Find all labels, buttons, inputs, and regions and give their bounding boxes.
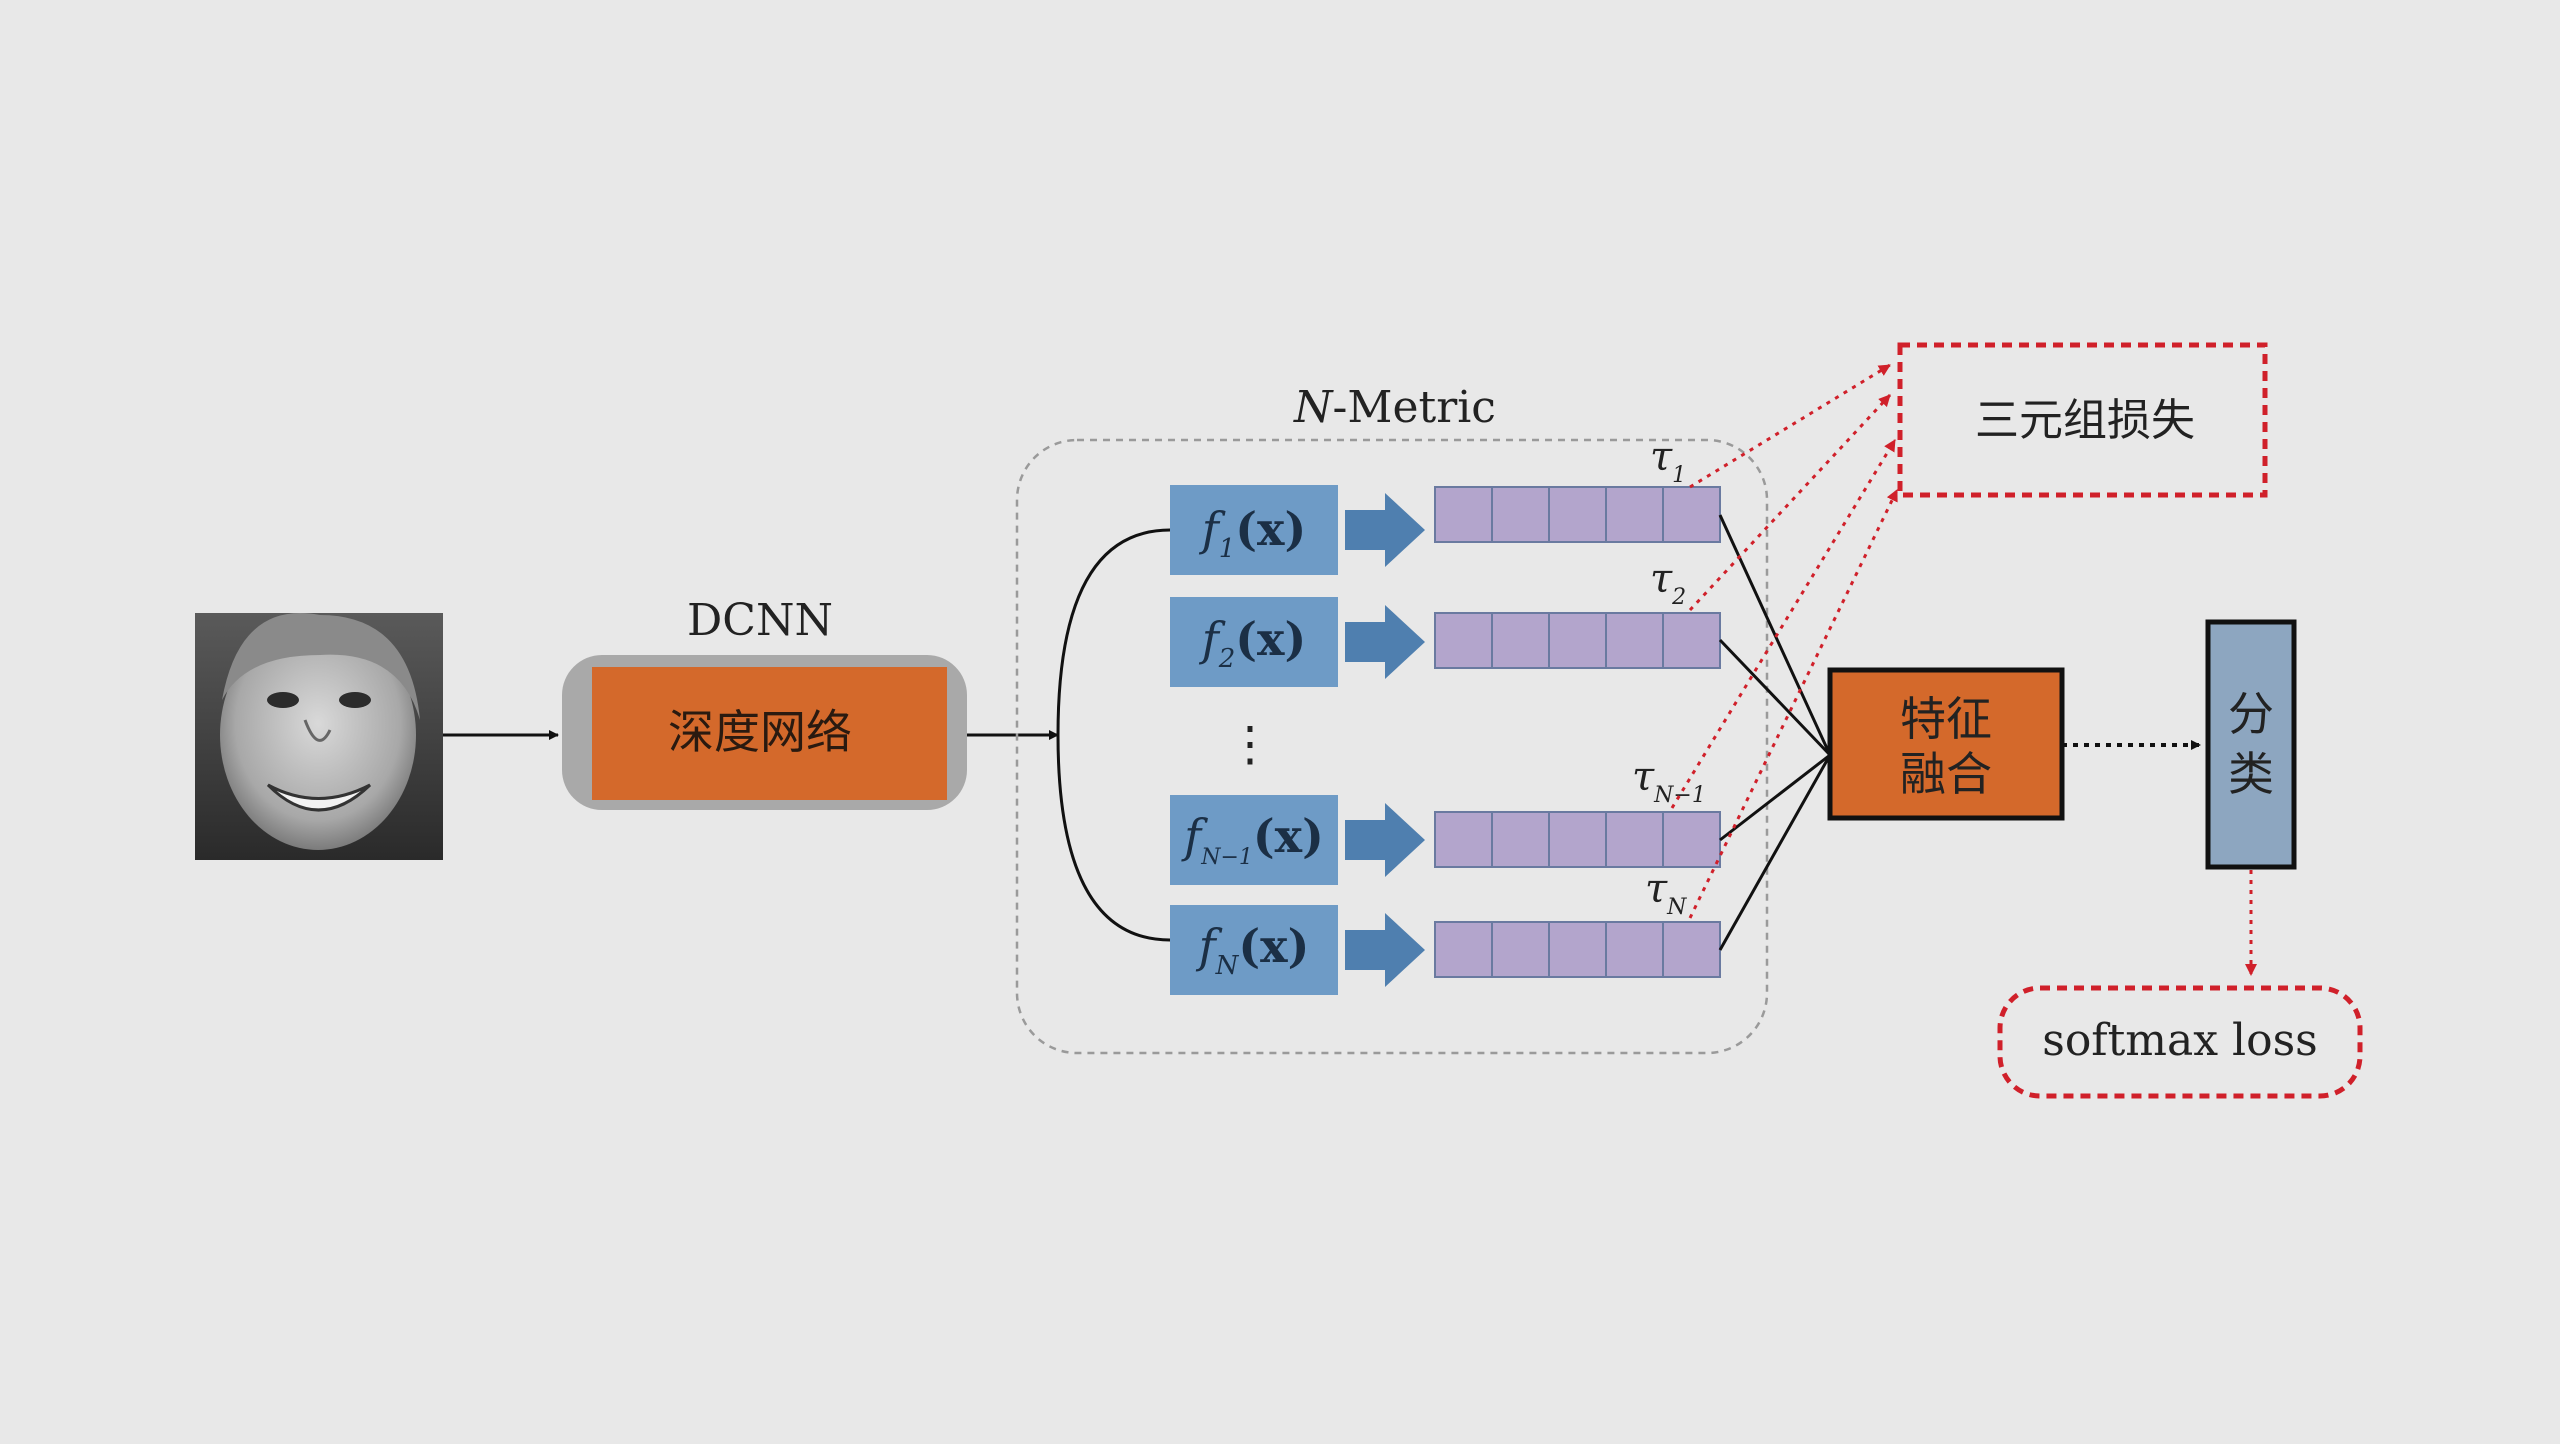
branch-n: fN(x) τN: [1170, 866, 1721, 995]
feature-vector-n: [1434, 921, 1721, 978]
branch-splitter: [1056, 528, 1171, 942]
f-label-2: f2(x): [1199, 612, 1307, 674]
f-arrow-1: [1345, 493, 1425, 567]
dcnn-block: DCNN 深度网络: [562, 595, 967, 810]
f-label-n: fN(x): [1196, 919, 1310, 981]
triplet-loss-arrows: [1670, 363, 1899, 919]
triplet-loss-box: 三元组损失: [1897, 342, 2268, 498]
classifier-box: 分 类: [2205, 619, 2297, 870]
f-label-1: f1(x): [1199, 502, 1307, 564]
f-arrow-2: [1345, 605, 1425, 679]
feature-vector-n-minus-1: [1434, 811, 1721, 868]
classifier-label-line2: 类: [2228, 747, 2274, 801]
fusion-label-line1: 特征: [1900, 692, 1992, 746]
softmax-loss-box: softmax loss: [1997, 985, 2363, 1099]
tau-label-2: τ2: [1650, 556, 1686, 610]
classifier-label-line1: 分: [2228, 687, 2274, 741]
softmax-loss-label: softmax loss: [2042, 1015, 2318, 1066]
n-metric-title: N-Metric: [1293, 382, 1496, 433]
f-arrow-n-minus-1: [1345, 803, 1425, 877]
n-metric-group: N-Metric f1(x) τ1: [1015, 382, 1769, 1055]
tau-label-1: τ1: [1650, 434, 1686, 488]
branch-1: f1(x) τ1: [1170, 434, 1721, 575]
branch-ellipsis: ⋮: [1226, 716, 1274, 772]
f-arrow-n: [1345, 913, 1425, 987]
f-box-2: [1170, 597, 1338, 687]
f-box-n: [1170, 905, 1338, 995]
fusion-label-line2: 融合: [1900, 747, 1992, 801]
input-face-image: [195, 613, 443, 860]
tau-label-n-minus-1: τN−1: [1632, 754, 1706, 808]
f-box-1: [1170, 485, 1338, 575]
tau-label-n: τN: [1645, 866, 1687, 920]
feature-vector-1: [1434, 486, 1721, 543]
feature-fusion-box: 特征 融合: [1827, 667, 2065, 821]
feature-vector-2: [1434, 612, 1721, 669]
fusion-connectors: [1718, 514, 1832, 951]
dcnn-title: DCNN: [687, 595, 833, 646]
triplet-loss-label: 三元组损失: [1975, 395, 2195, 446]
branch-2: f2(x) τ2: [1170, 556, 1721, 687]
branch-n-minus-1: fN−1(x) τN−1: [1170, 754, 1721, 885]
dcnn-label: 深度网络: [668, 705, 852, 759]
f-label-n-minus-1: fN−1(x): [1181, 809, 1324, 870]
f-box-n-minus-1: [1170, 795, 1338, 885]
